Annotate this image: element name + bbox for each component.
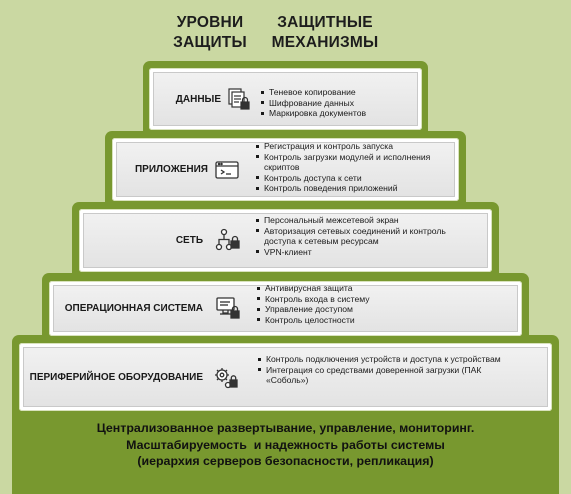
network-lock-icon [215, 227, 241, 253]
list-item: Персональный межсетевой экран [255, 215, 480, 226]
levels-header: УРОВНИ ЗАЩИТЫ [173, 14, 247, 51]
list-item: Шифрование данных [260, 98, 420, 109]
list-item: Регистрация и контроль запуска [255, 141, 453, 152]
mechanisms-header: ЗАЩИТНЫЕ МЕХАНИЗМЫ [271, 14, 379, 51]
tier-peripheral: ПЕРИФЕРИЙНОЕ ОБОРУДОВАНИЕ Контроль подкл… [19, 343, 552, 411]
mechanisms-list: Персональный межсетевой экран Авторизаци… [255, 215, 480, 257]
list-item: Контроль загрузки модулей и исполнения с… [255, 152, 453, 173]
tier-label: СЕТЬ [175, 235, 203, 246]
list-item: Контроль целостности [256, 315, 506, 326]
list-item: Контроль входа в систему [256, 294, 506, 305]
mechanisms-list: Регистрация и контроль запуска Контроль … [255, 141, 453, 194]
list-item: Маркировка документов [260, 108, 420, 119]
list-item: Управление доступом [256, 304, 506, 315]
list-item: Контроль доступа к сети [255, 173, 453, 184]
list-item: VPN-клиент [255, 247, 480, 258]
computer-lock-icon [215, 295, 241, 321]
tier-label: ПЕРИФЕРИЙНОЕ ОБОРУДОВАНИЕ [29, 371, 203, 383]
list-item: Авторизация сетевых соединений и контрол… [255, 226, 480, 247]
tier-os: ОПЕРАЦИОННАЯ СИСТЕМА Антивирусная защита… [49, 281, 522, 336]
mechanisms-list: Теневое копирование Шифрование данных Ма… [260, 87, 420, 119]
tier-label: ОПЕРАЦИОННАЯ СИСТЕМА [64, 303, 203, 314]
list-item: Антивирусная защита [256, 283, 506, 294]
mechanisms-list: Антивирусная защита Контроль входа в сис… [256, 283, 506, 325]
footer-line: Централизованное развертывание, управлен… [96, 421, 475, 435]
list-item: Интеграция со средствами доверенной загр… [257, 365, 507, 386]
footer-line: (иерархия серверов безопасности, реплика… [137, 454, 434, 468]
tier-label: ПРИЛОЖЕНИЯ [134, 164, 208, 175]
documents-lock-icon [226, 86, 252, 112]
footer-line: Масштабируемость и надежность работы сис… [126, 437, 445, 452]
tier-data: ДАННЫЕ Теневое копирование Шифрование да… [149, 68, 422, 130]
mechanisms-list: Контроль подключения устройств и доступа… [257, 354, 507, 386]
tier-network: СЕТЬ Персональный межсетевой экран Автор… [79, 209, 492, 272]
list-item: Теневое копирование [260, 87, 420, 98]
list-item: Контроль подключения устройств и доступа… [257, 354, 507, 365]
list-item: Контроль поведения приложений [255, 183, 453, 194]
application-window-icon [214, 157, 240, 183]
tier-label: ДАННЫЕ [175, 93, 221, 105]
footer-text: Централизованное развертывание, управлен… [14, 420, 557, 470]
gears-lock-icon [213, 365, 239, 391]
tier-applications: ПРИЛОЖЕНИЯ Регистрация и контроль запуск… [112, 138, 459, 201]
